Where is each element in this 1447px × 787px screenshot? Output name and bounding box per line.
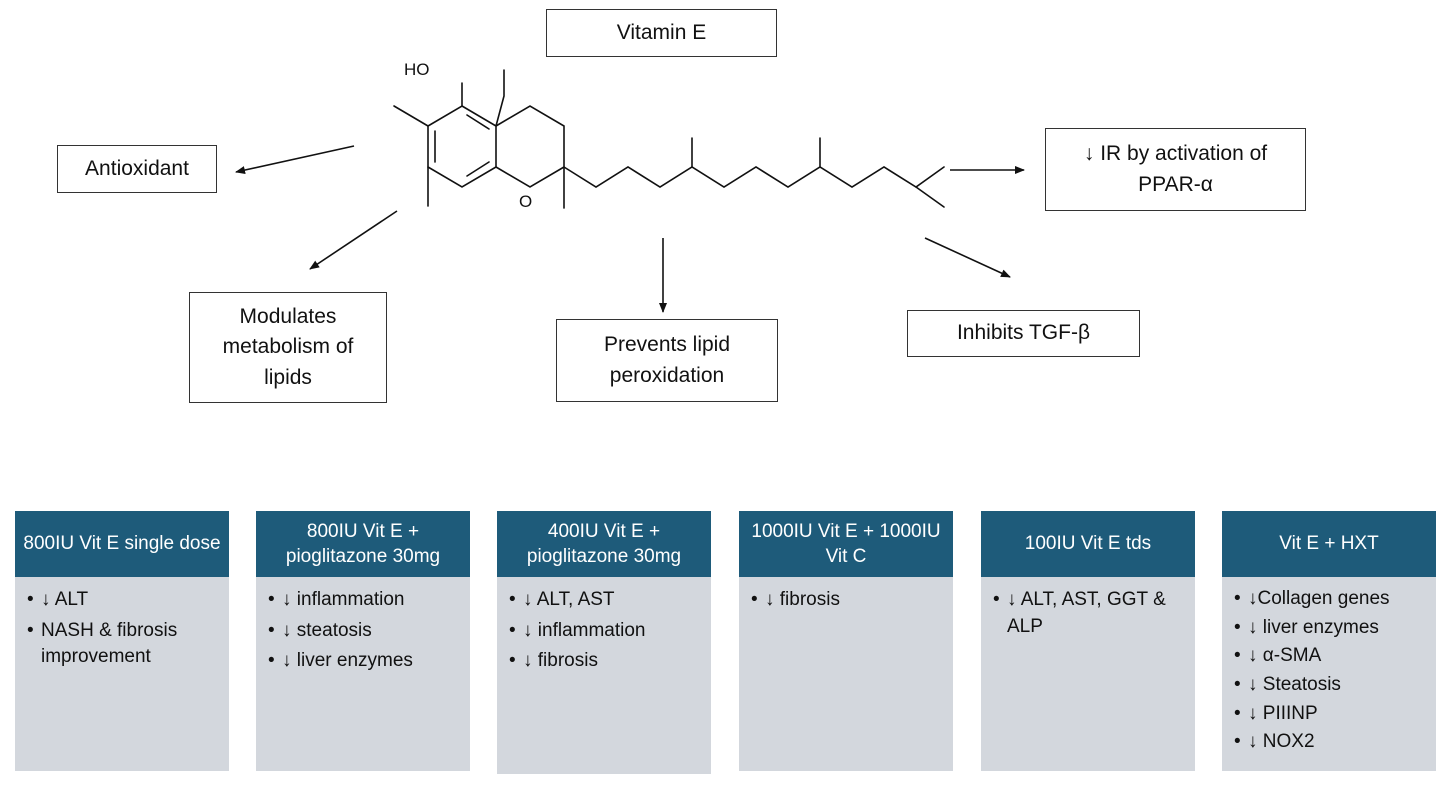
title-box: Vitamin E xyxy=(546,9,777,57)
study-header: 800IU Vit E single dose xyxy=(15,511,229,577)
lipids-box: Modulates metabolism of lipids xyxy=(189,292,387,403)
tgf-text: Inhibits TGF-β xyxy=(956,321,1091,345)
study-header: 1000IU Vit E + 1000IU Vit C xyxy=(739,511,953,577)
study-item: ↓ NOX2 xyxy=(1234,730,1424,755)
antioxidant-box: Antioxidant xyxy=(57,145,217,193)
ppar-text: ↓ IR by activation of PPAR-α xyxy=(1083,142,1268,196)
study-item: ↓ Steatosis xyxy=(1234,673,1424,698)
tgf-box: Inhibits TGF-β xyxy=(907,310,1140,357)
study-item: ↓ α-SMA xyxy=(1234,644,1424,669)
study-item: ↓ PIIINP xyxy=(1234,702,1424,727)
oh-label: HO xyxy=(404,60,430,79)
study-item: ↓ steatosis xyxy=(268,618,458,645)
study-column-2: 800IU Vit E + pioglitazone 30mg ↓ inflam… xyxy=(256,511,470,771)
study-body: ↓Collagen genes ↓ liver enzymes ↓ α-SMA … xyxy=(1222,577,1436,771)
arrow-tgf xyxy=(924,237,1011,278)
study-header: 800IU Vit E + pioglitazone 30mg xyxy=(256,511,470,577)
study-header: 400IU Vit E + pioglitazone 30mg xyxy=(497,511,711,577)
study-column-4: 1000IU Vit E + 1000IU Vit C ↓ fibrosis xyxy=(739,511,953,771)
study-header: Vit E + HXT xyxy=(1222,511,1436,577)
ring-oxygen-label: O xyxy=(519,192,532,211)
effect-arrows xyxy=(235,145,1025,313)
study-item: NASH & fibrosis improvement xyxy=(27,618,217,671)
study-item: ↓Collagen genes xyxy=(1234,587,1424,612)
molecule-bonds xyxy=(393,69,945,209)
study-item: ↓ liver enzymes xyxy=(1234,616,1424,641)
study-body: ↓ ALT, AST, GGT & ALP xyxy=(981,577,1195,771)
title-text: Vitamin E xyxy=(616,20,707,44)
study-body: ↓ fibrosis xyxy=(739,577,953,771)
study-item: ↓ liver enzymes xyxy=(268,648,458,675)
study-column-6: Vit E + HXT ↓Collagen genes ↓ liver enzy… xyxy=(1222,511,1436,771)
study-body: ↓ inflammation ↓ steatosis ↓ liver enzym… xyxy=(256,577,470,771)
study-column-3: 400IU Vit E + pioglitazone 30mg ↓ ALT, A… xyxy=(497,511,711,774)
study-item: ↓ fibrosis xyxy=(751,587,941,614)
vitamin-e-structure-diagram: HO O xyxy=(235,60,1025,313)
study-body: ↓ ALT, AST ↓ inflammation ↓ fibrosis xyxy=(497,577,711,774)
peroxidation-box: Prevents lipid peroxidation xyxy=(556,319,778,402)
study-item: ↓ ALT xyxy=(27,587,217,614)
peroxidation-text: Prevents lipid peroxidation xyxy=(603,333,731,387)
study-item: ↓ fibrosis xyxy=(509,648,699,675)
study-header: 100IU Vit E tds xyxy=(981,511,1195,577)
lipids-text: Modulates metabolism of lipids xyxy=(222,304,354,389)
study-item: ↓ inflammation xyxy=(268,587,458,614)
study-item: ↓ inflammation xyxy=(509,618,699,645)
antioxidant-text: Antioxidant xyxy=(85,156,189,180)
study-column-1: 800IU Vit E single dose ↓ ALT NASH & fib… xyxy=(15,511,229,771)
study-item: ↓ ALT, AST, GGT & ALP xyxy=(993,587,1183,640)
study-body: ↓ ALT NASH & fibrosis improvement xyxy=(15,577,229,771)
study-column-5: 100IU Vit E tds ↓ ALT, AST, GGT & ALP xyxy=(981,511,1195,771)
arrow-antioxidant xyxy=(235,145,355,174)
study-item: ↓ ALT, AST xyxy=(509,587,699,614)
ppar-box: ↓ IR by activation of PPAR-α xyxy=(1045,128,1306,211)
arrow-lipids xyxy=(309,210,398,270)
